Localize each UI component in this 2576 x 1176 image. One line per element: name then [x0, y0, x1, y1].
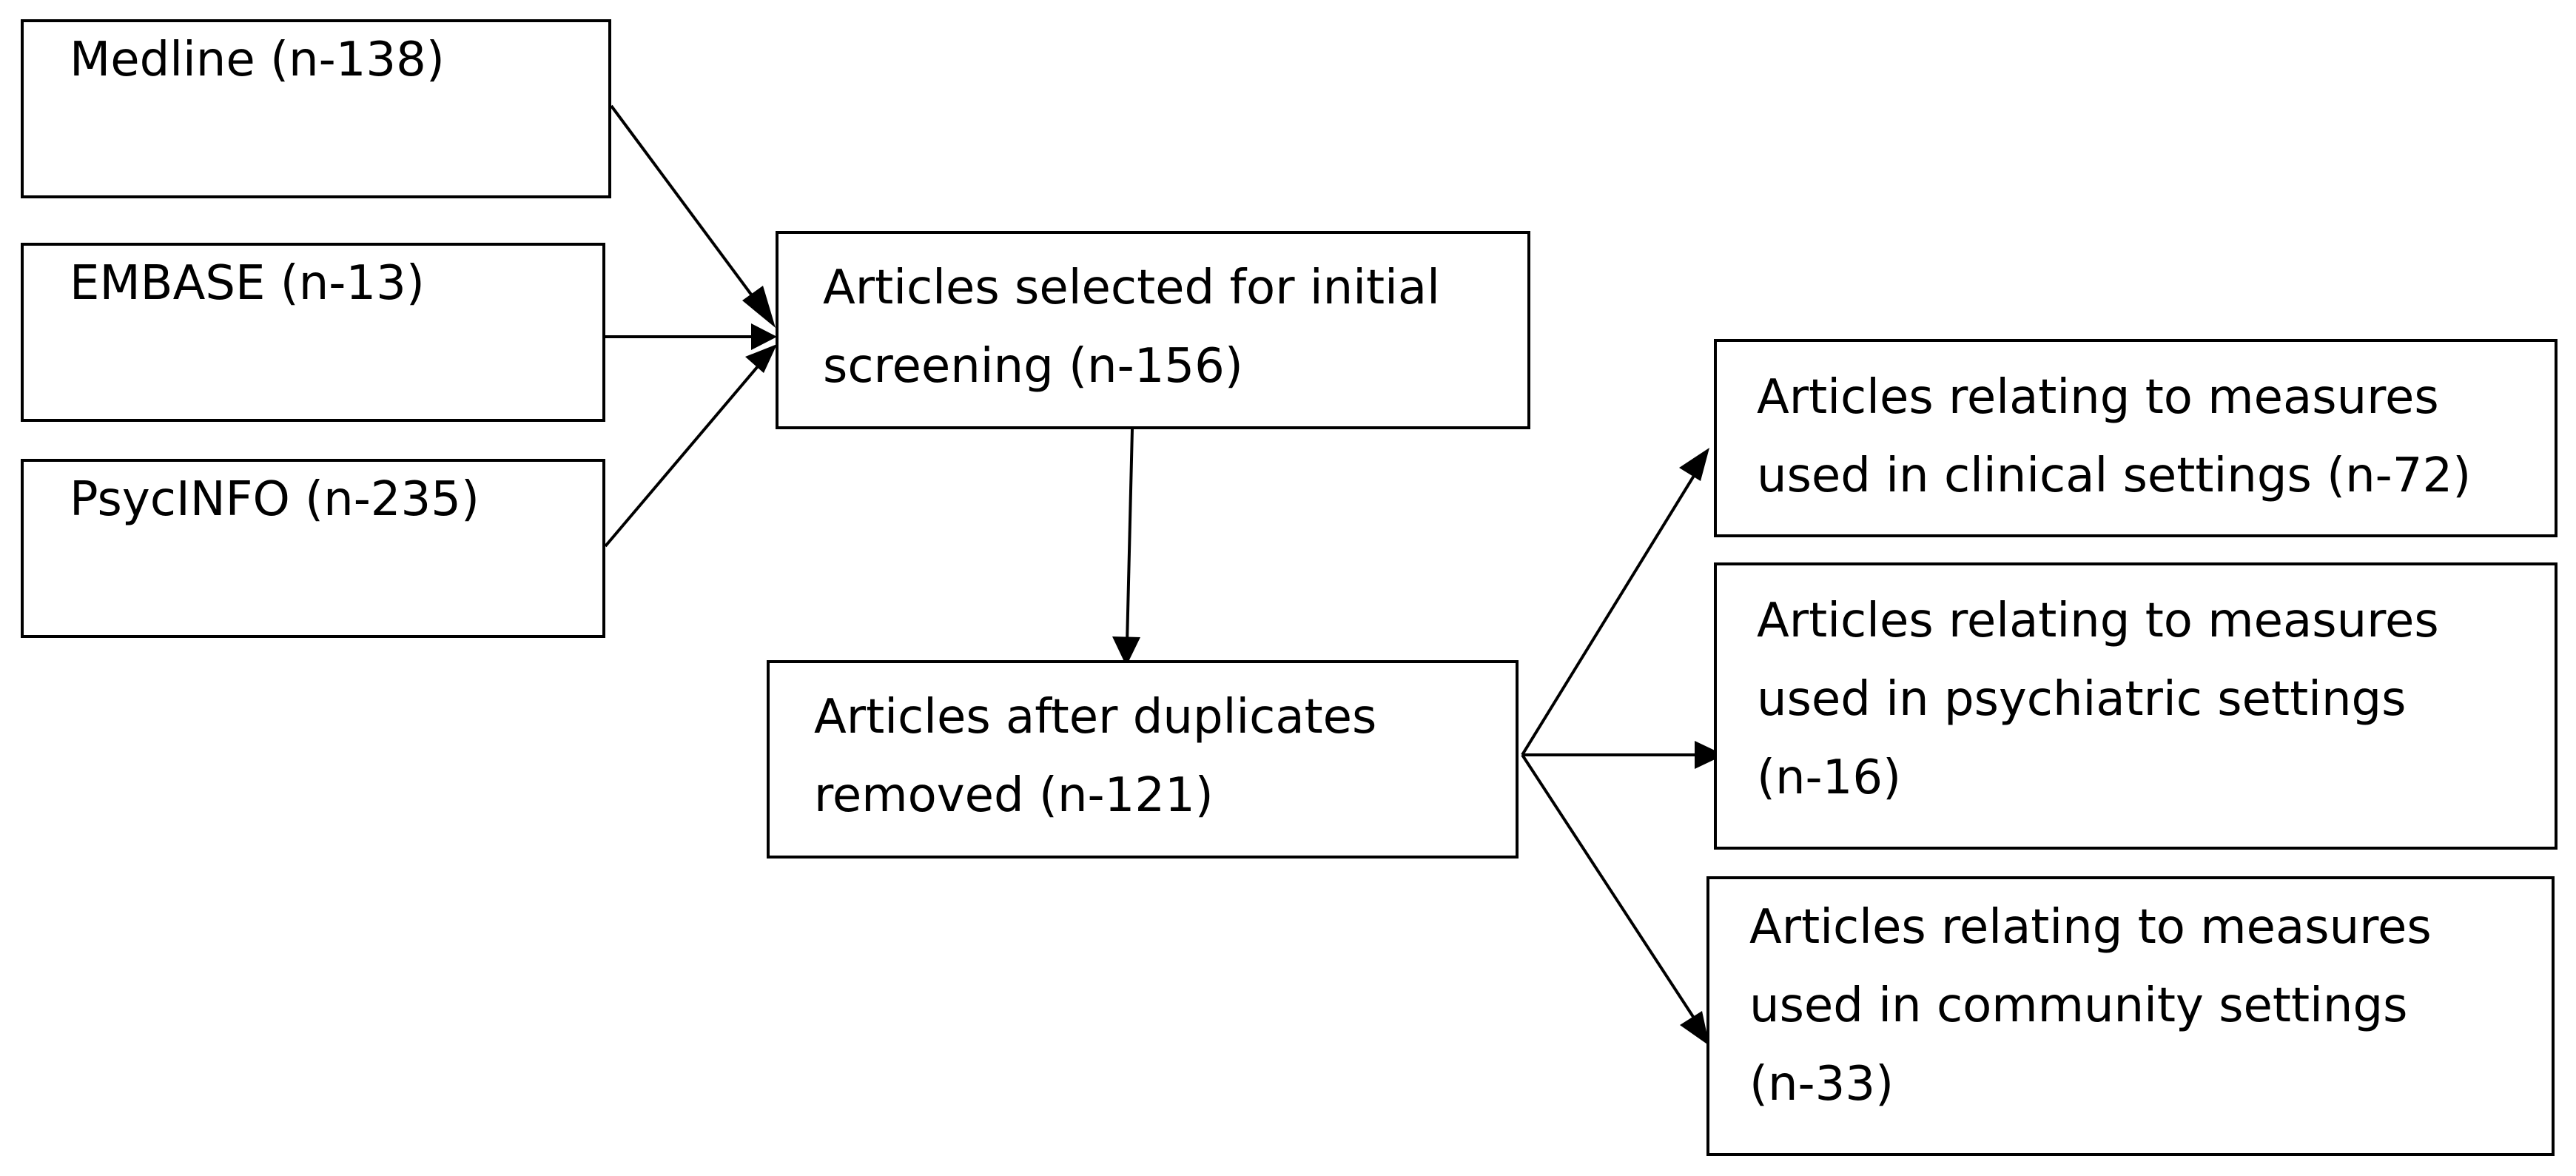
outcome-clinical-line-2: used in clinical settings (n-72): [1757, 448, 2472, 503]
outcome-community-line-1: Articles relating to measures: [1749, 900, 2432, 955]
arrowhead-psycinfo: [745, 344, 777, 373]
source-box-embase: EMBASE (n-13): [21, 243, 605, 422]
deduplicated-label: Articles after duplicates removed (n-121…: [814, 678, 1376, 835]
screening-box: Articles selected for initial screening …: [776, 231, 1530, 429]
arrowhead-psychiatric: [1695, 741, 1724, 769]
deduplicated-line-2: removed (n-121): [814, 768, 1214, 823]
outcome-community-line-3: (n-33): [1749, 1057, 1894, 1112]
screening-label: Articles selected for initial screening …: [823, 249, 1440, 406]
outcome-psychiatric-line-2: used in psychiatric settings: [1757, 672, 2407, 727]
source-box-medline: Medline (n-138): [21, 19, 611, 198]
outcome-label-psychiatric: Articles relating to measures used in ps…: [1757, 582, 2439, 817]
outcome-clinical-line-1: Articles relating to measures: [1757, 370, 2439, 425]
source-box-psycinfo: PsycINFO (n-235): [21, 459, 605, 638]
deduplicated-line-1: Articles after duplicates: [814, 690, 1377, 745]
arrow-screening-to-deduplicated: [1126, 429, 1134, 645]
arrowhead-embase: [751, 323, 777, 350]
arrowhead-deduplicated: [1112, 636, 1140, 666]
outcome-psychiatric-line-3: (n-16): [1757, 750, 1902, 805]
source-label-medline: Medline (n-138): [70, 33, 445, 87]
arrowhead-clinical: [1679, 448, 1709, 481]
deduplicated-box: Articles after duplicates removed (n-121…: [767, 660, 1519, 859]
outcome-community-line-2: used in community settings: [1749, 978, 2408, 1033]
outcome-label-community: Articles relating to measures used in co…: [1749, 888, 2432, 1123]
arrowhead-medline: [742, 286, 776, 328]
arrowhead-community: [1680, 1011, 1709, 1046]
outcome-box-community: Articles relating to measures used in co…: [1706, 876, 2555, 1156]
arrow-deduplicated-to-community: [1521, 753, 1698, 1023]
screening-line-1: Articles selected for initial: [823, 261, 1440, 315]
outcome-box-psychiatric: Articles relating to measures used in ps…: [1714, 562, 2557, 850]
outcome-box-clinical: Articles relating to measures used in cl…: [1714, 339, 2557, 537]
source-label-embase: EMBASE (n-13): [70, 256, 425, 311]
arrow-deduplicated-to-clinical: [1521, 471, 1698, 756]
arrow-medline-to-screening: [610, 104, 764, 311]
outcome-label-clinical: Articles relating to measures used in cl…: [1757, 358, 2471, 515]
outcome-psychiatric-line-1: Articles relating to measures: [1757, 594, 2439, 648]
screening-line-2: screening (n-156): [823, 339, 1243, 394]
arrow-psycinfo-to-screening: [604, 360, 764, 548]
source-label-psycinfo: PsycINFO (n-235): [70, 472, 480, 527]
